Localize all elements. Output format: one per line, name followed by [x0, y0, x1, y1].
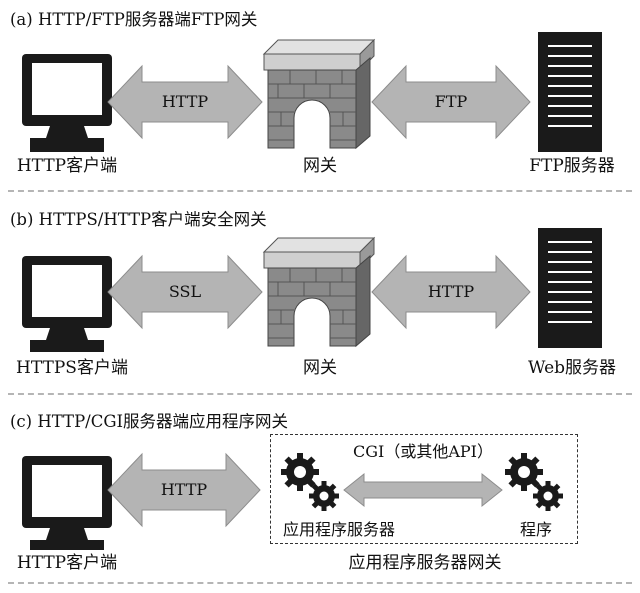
monitor-icon [22, 54, 112, 152]
double-arrow-left-link [107, 254, 263, 330]
monitor-icon [22, 256, 112, 352]
panel-b-title: (b) HTTPS/HTTP客户端安全网关 [10, 210, 267, 229]
https-client-label: HTTPS客户端 [16, 358, 128, 378]
server-tower-icon [538, 32, 602, 152]
double-arrow-cgi-link [343, 472, 503, 508]
gear-icon [505, 453, 543, 491]
arrow-label-http-b: HTTP [428, 282, 475, 301]
web-server-label: Web服务器 [527, 358, 617, 378]
gear-icon [281, 453, 319, 491]
panel-a-graphic: HTTP FTP [22, 32, 602, 152]
section-divider-1 [8, 190, 632, 192]
panel-c-title: (c) HTTP/CGI服务器端应用程序网关 [10, 412, 289, 431]
gear-icon [309, 481, 339, 511]
panel-a-title: (a) HTTP/FTP服务器端FTP网关 [10, 10, 258, 29]
arrow-label-ssl: SSL [169, 282, 202, 301]
double-arrow-left-link [107, 64, 263, 140]
arrow-label-ftp: FTP [435, 92, 468, 111]
double-arrow-http-link [107, 452, 261, 528]
gateway-arch-icon [262, 38, 376, 150]
section-divider-3 [8, 582, 632, 584]
arrow-label-http-c: HTTP [161, 480, 208, 499]
panel-b-graphic: SSL HTTP [22, 228, 602, 352]
http-client-label-c: HTTP客户端 [16, 553, 118, 573]
gateway-label-a: 网关 [303, 156, 337, 176]
arrow-label-http: HTTP [162, 92, 209, 111]
http-client-label-a: HTTP客户端 [16, 156, 118, 176]
server-tower-icon [538, 228, 602, 348]
double-arrow-right-link [371, 254, 531, 330]
gateway-label-b: 网关 [303, 358, 337, 378]
double-arrow-right-link [371, 64, 531, 140]
ftp-server-label: FTP服务器 [529, 156, 615, 176]
app-server-label: 应用程序服务器 [282, 520, 395, 539]
program-label: 程序 [519, 520, 552, 539]
panel-c-graphic: HTTP [22, 452, 563, 550]
section-divider-2 [8, 393, 632, 395]
monitor-icon [22, 456, 112, 550]
app-server-gateway-box [270, 434, 578, 544]
app-server-gateway-label: 应用程序服务器网关 [348, 553, 502, 573]
gateway-arch-icon [262, 236, 376, 348]
cgi-api-label: CGI（或其他API） [353, 442, 493, 461]
gear-icon [533, 481, 563, 511]
